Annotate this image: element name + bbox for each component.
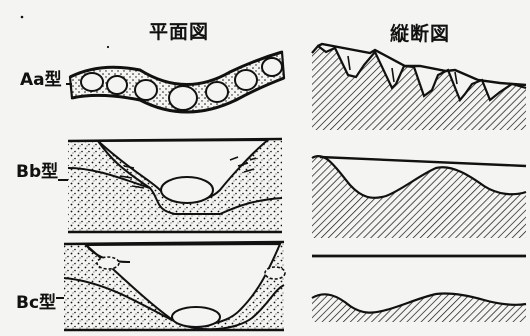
bb-plan-view bbox=[58, 139, 282, 232]
bc-plan-view bbox=[56, 242, 285, 330]
bc-section-view bbox=[312, 256, 526, 322]
stray-mark bbox=[107, 46, 109, 48]
bb-section-view bbox=[312, 156, 526, 238]
stray-mark bbox=[21, 16, 24, 19]
aa-section-view bbox=[312, 44, 526, 130]
aa-plan-view bbox=[66, 52, 284, 112]
